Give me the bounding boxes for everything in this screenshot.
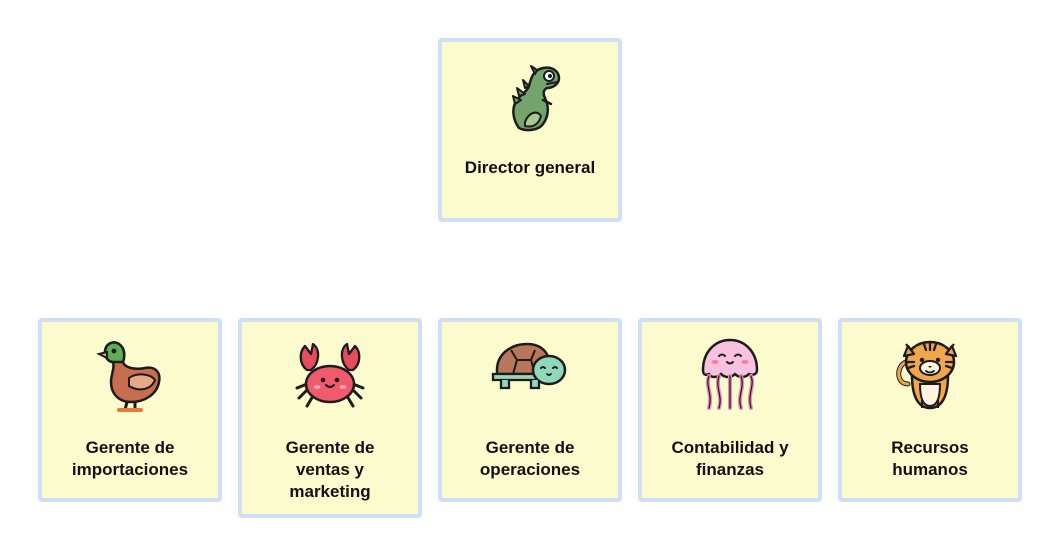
org-node-operations[interactable]: Gerente de operaciones	[438, 318, 622, 502]
org-node-finance[interactable]: Contabilidad y finanzas	[638, 318, 822, 502]
org-node-sales[interactable]: Gerente de ventas y marketing	[238, 318, 422, 518]
node-label: Gerente de ventas y marketing	[285, 438, 375, 501]
node-label: Director general	[464, 158, 596, 177]
duck-icon	[96, 341, 161, 412]
node-label: Gerente de operaciones	[479, 438, 581, 479]
jellyfish-icon	[701, 338, 759, 410]
dinosaur-icon	[512, 65, 561, 132]
org-node-imports[interactable]: Gerente de importaciones	[38, 318, 222, 502]
org-node-director[interactable]: Director general	[438, 38, 622, 222]
tiger-icon	[896, 340, 958, 410]
node-label: Contabilidad y finanzas	[671, 438, 789, 479]
crab-icon	[295, 342, 365, 408]
node-label: Recursos humanos	[891, 438, 969, 479]
org-node-hr[interactable]: Recursos humanos	[838, 318, 1022, 502]
turtle-icon	[491, 342, 567, 390]
node-label: Gerente de importaciones	[71, 438, 189, 479]
